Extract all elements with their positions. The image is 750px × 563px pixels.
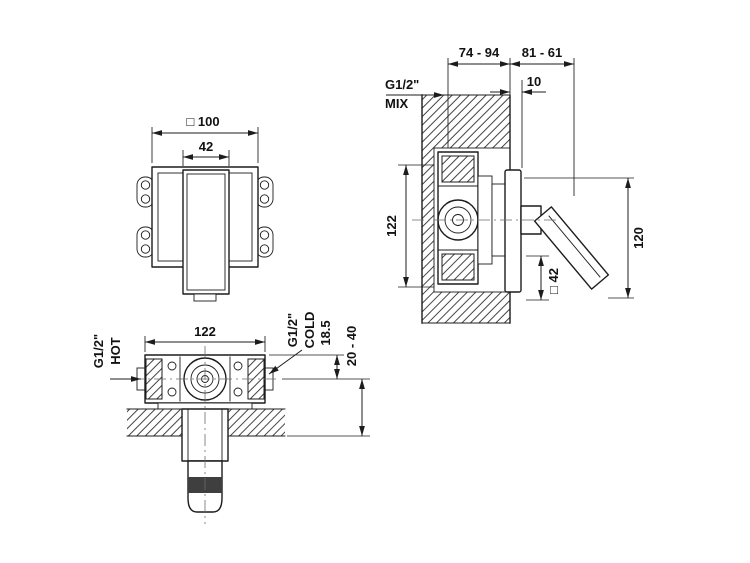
screw-hole [140, 194, 151, 204]
bolt-hole [233, 361, 243, 371]
bolt-hole [167, 361, 177, 371]
cover-width-label: 42 [199, 139, 213, 154]
screw-hole [259, 194, 270, 204]
port-offset-label: 18.5 [318, 320, 333, 345]
escutcheon-plate [504, 169, 522, 293]
mix-label: MIX [385, 96, 408, 111]
lever-detail-line [548, 215, 601, 278]
dim-port-offset: 18.5 [269, 320, 370, 380]
mounting-lug [136, 226, 155, 258]
screw-hole [140, 230, 151, 240]
front-view: □ 100 42 [136, 114, 274, 302]
dim-body-width: 122 [144, 324, 266, 352]
hot-inlet-callout: G1/2" HOT [91, 334, 141, 382]
bolt-hole [233, 387, 243, 397]
front-section-view: 122 G1/2" HOT G1/2" COLD 18.5 20 - 40 [91, 312, 370, 524]
screw-hole [259, 230, 270, 240]
dim-rough-depth: 74 - 94 [447, 45, 511, 148]
bolt-hole [167, 387, 177, 397]
protrusion-label: 81 - 61 [522, 45, 562, 60]
hot-label: HOT [108, 337, 123, 365]
leader-arrow [268, 349, 303, 375]
rough-depth-label: 74 - 94 [459, 45, 500, 60]
cold-inlet-callout: G1/2" COLD [268, 312, 317, 375]
hot-thread-label: G1/2" [91, 334, 106, 368]
dim-front-width: □ 100 [151, 114, 259, 163]
body-height-label: 122 [384, 215, 399, 237]
dim-trim-height: 120 [524, 177, 646, 299]
dim-handle-square: □ 42 [526, 255, 561, 301]
side-section-view: 74 - 94 81 - 61 10 G1/2" MIX 122 [384, 45, 646, 324]
port-hatch [441, 253, 475, 281]
wall-range-label: 20 - 40 [344, 326, 359, 366]
cold-thread-label: G1/2" [285, 313, 300, 347]
protective-cover-inner [186, 173, 226, 291]
trim-height-label: 120 [631, 227, 646, 249]
wall-hatch-right [228, 409, 285, 436]
front-width-label: □ 100 [186, 114, 219, 129]
dim-wall-range: 20 - 40 [287, 326, 370, 437]
mix-thread-label: G1/2" [385, 77, 419, 92]
body-width-label: 122 [194, 324, 216, 339]
plate-offset-label: 10 [527, 74, 541, 89]
handle-lever [533, 206, 610, 290]
dim-protrusion: 81 - 61 [510, 45, 575, 196]
dim-plate-offset: 10 [490, 74, 546, 168]
protective-cover [182, 169, 230, 295]
mix-outlet-callout: G1/2" MIX [385, 77, 444, 111]
handle-square-label: □ 42 [546, 268, 561, 294]
mounting-lug [255, 176, 274, 208]
screw-hole [140, 244, 151, 254]
screw-hole [140, 180, 151, 190]
cold-label: COLD [302, 312, 317, 349]
dim-cover-width: 42 [182, 139, 230, 166]
screw-hole [259, 244, 270, 254]
mix-port-hatch [441, 155, 475, 183]
dim-body-height: 122 [384, 164, 434, 288]
cover-tab [193, 293, 217, 302]
screw-hole [259, 180, 270, 190]
wall-hatch-left [127, 409, 182, 436]
